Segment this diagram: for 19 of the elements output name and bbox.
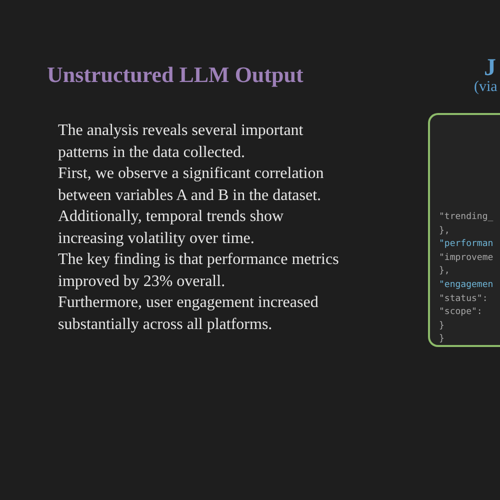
panel-heading: Unstructured LLM Output <box>47 62 304 88</box>
paragraph: Furthermore, user engagement increased substantially across all platforms. <box>58 293 320 334</box>
code-line: "scope": <box>439 306 482 320</box>
panel-subheading: (via <box>474 79 498 96</box>
paragraph: First, we observe a significant correlation between variables A and B in the dataset. <box>58 164 325 206</box>
code-line: } <box>439 320 444 333</box>
code-line: "improveme <box>439 252 494 265</box>
code-line: "trending_ <box>439 211 494 224</box>
paragraph: Additionally, temporal trends show increasing volatility over time. <box>58 207 285 248</box>
code-line: "performan <box>439 238 494 252</box>
code-line: "engagemen <box>439 278 494 292</box>
code-line: "status": <box>439 292 488 306</box>
paragraph: The key finding is that performance metrics improved by 23% overall. <box>58 250 340 292</box>
code-line: } <box>439 333 444 346</box>
code-panel <box>428 113 500 347</box>
code-line: }, <box>439 224 450 238</box>
paragraph: The analysis reveals several important patterns in the data collected. <box>58 121 304 162</box>
panel-heading: J <box>484 55 496 81</box>
code-line: }, <box>439 265 450 278</box>
